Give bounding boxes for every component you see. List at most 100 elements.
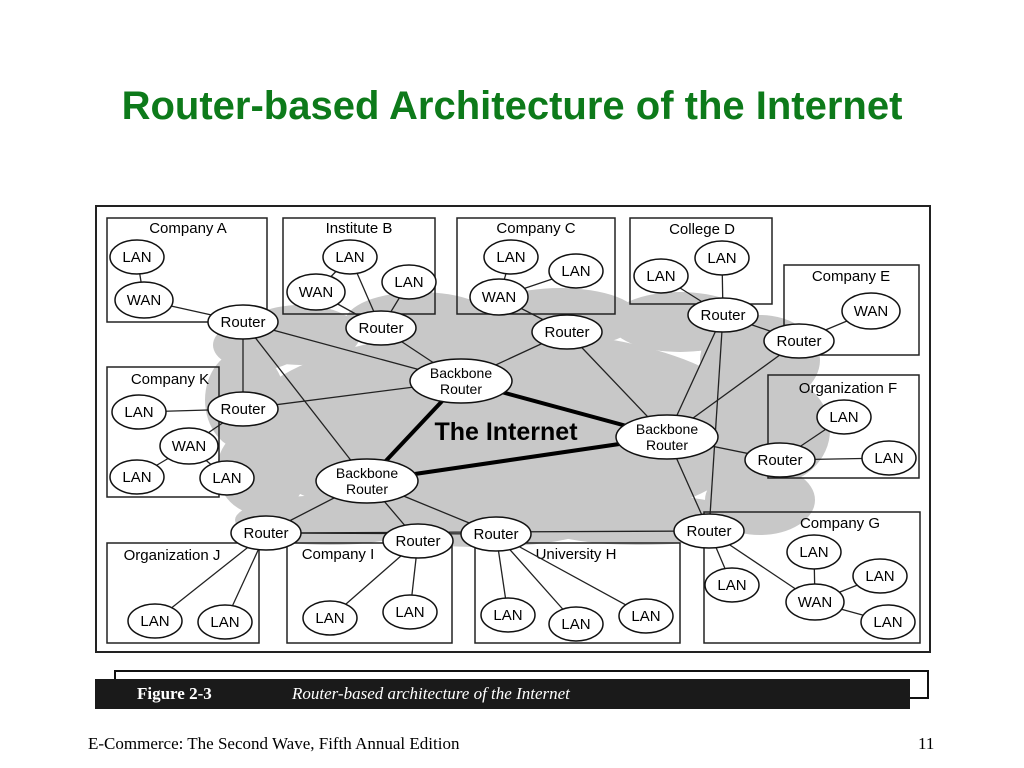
box-company-k bbox=[106, 366, 220, 498]
lan-node-d-lan1: LAN bbox=[694, 240, 750, 276]
node-label: LAN bbox=[122, 249, 151, 266]
link-a-router-bb3 bbox=[242, 321, 368, 482]
box-label-company-a: Company A bbox=[149, 220, 227, 237]
router-node-g-router: Router bbox=[673, 513, 745, 549]
node-label: LAN bbox=[496, 249, 525, 266]
lan-node-j-lan1: LAN bbox=[127, 603, 183, 639]
node-label: Router bbox=[473, 526, 518, 543]
router-node-i-router: Router bbox=[382, 523, 454, 559]
node-label: WAN bbox=[127, 292, 161, 309]
box-label-college-d: College D bbox=[669, 221, 735, 238]
node-label: WAN bbox=[854, 303, 888, 320]
node-label: LAN bbox=[829, 409, 858, 426]
node-label: Backbone bbox=[336, 465, 398, 481]
lan-node-j-lan2: LAN bbox=[197, 604, 253, 640]
lan-node-i-lan2: LAN bbox=[382, 594, 438, 630]
node-label: LAN bbox=[561, 616, 590, 633]
lan-node-a-lan: LAN bbox=[109, 239, 165, 275]
box-label-company-k: Company K bbox=[131, 371, 209, 388]
wan-node-k-wan: WAN bbox=[159, 427, 219, 465]
box-label-company-i: Company I bbox=[302, 546, 375, 563]
internet-label: The Internet bbox=[434, 418, 578, 446]
box-label-company-e: Company E bbox=[812, 268, 890, 285]
lan-node-k-lan2: LAN bbox=[109, 459, 165, 495]
router-node-c-router: Router bbox=[531, 314, 603, 350]
lan-node-h-lan2: LAN bbox=[548, 606, 604, 642]
router-node-a-router: Router bbox=[207, 304, 279, 340]
lan-node-h-lan3: LAN bbox=[618, 598, 674, 634]
node-label: LAN bbox=[873, 614, 902, 631]
router-node-j-router: Router bbox=[230, 515, 302, 551]
footer-page-number: 11 bbox=[918, 734, 935, 753]
router-node-k-router: Router bbox=[207, 391, 279, 427]
lan-node-c-lan2: LAN bbox=[548, 253, 604, 289]
node-label: LAN bbox=[140, 613, 169, 630]
node-label: Router bbox=[544, 324, 589, 341]
node-label: Router bbox=[358, 320, 403, 337]
slide-title: Router-based Architecture of the Interne… bbox=[121, 84, 903, 128]
node-label: LAN bbox=[631, 608, 660, 625]
lan-node-k-lan1: LAN bbox=[111, 394, 167, 430]
node-label: LAN bbox=[707, 250, 736, 267]
box-company-c bbox=[456, 217, 616, 315]
lan-node-f-lan1: LAN bbox=[816, 399, 872, 435]
lan-node-k-lan3: LAN bbox=[199, 460, 255, 496]
lan-node-g-lan3: LAN bbox=[704, 567, 760, 603]
node-label: WAN bbox=[172, 438, 206, 455]
node-label: WAN bbox=[798, 594, 832, 611]
router-node-f-router: Router bbox=[744, 442, 816, 478]
box-company-g bbox=[703, 511, 921, 644]
lan-node-g-lan2: LAN bbox=[852, 558, 908, 594]
box-label-company-c: Company C bbox=[496, 220, 575, 237]
caption-text: Router-based architecture of the Interne… bbox=[292, 684, 570, 703]
wan-node-c-wan: WAN bbox=[469, 278, 529, 316]
link-h-router-h-lan3 bbox=[495, 533, 647, 617]
figure-caption: Figure 2-3 Router-based architecture of … bbox=[95, 679, 910, 709]
wan-node-a-wan: WAN bbox=[114, 281, 174, 319]
box-label-university-h: University H bbox=[536, 546, 617, 563]
node-label: Backbone bbox=[430, 365, 492, 381]
node-label: Router bbox=[220, 314, 265, 331]
node-label: LAN bbox=[865, 568, 894, 585]
router-node-h-router: Router bbox=[460, 516, 532, 552]
box-organization-j bbox=[106, 542, 260, 644]
box-label-company-g: Company G bbox=[800, 515, 880, 532]
router-node-e-router: Router bbox=[763, 323, 835, 359]
wan-node-e-wan: WAN bbox=[841, 292, 901, 330]
box-company-e bbox=[783, 264, 920, 356]
backbone-link-bb3-bb2 bbox=[366, 435, 668, 483]
node-label: LAN bbox=[335, 249, 364, 266]
node-label: LAN bbox=[122, 469, 151, 486]
node-label: Backbone bbox=[636, 421, 698, 437]
router-node-b-router: Router bbox=[345, 310, 417, 346]
node-label: Router bbox=[646, 437, 688, 453]
node-label: LAN bbox=[646, 268, 675, 285]
lan-node-c-lan1: LAN bbox=[483, 239, 539, 275]
node-label: LAN bbox=[799, 544, 828, 561]
lan-node-g-lan1: LAN bbox=[786, 534, 842, 570]
lan-node-b-lan1: LAN bbox=[322, 239, 378, 275]
box-university-h bbox=[474, 542, 681, 644]
node-label: Router bbox=[440, 381, 482, 397]
footer-book-title: E-Commerce: The Second Wave, Fifth Annua… bbox=[88, 734, 460, 753]
lan-node-h-lan1: LAN bbox=[480, 597, 536, 633]
node-label: WAN bbox=[299, 284, 333, 301]
node-label: Router bbox=[700, 307, 745, 324]
node-label: Router bbox=[243, 525, 288, 542]
node-label: Router bbox=[757, 452, 802, 469]
node-label: LAN bbox=[561, 263, 590, 280]
link-d-router-g-router bbox=[708, 314, 724, 532]
router-node-d-router: Router bbox=[687, 297, 759, 333]
box-company-a bbox=[106, 217, 268, 323]
node-label: LAN bbox=[717, 577, 746, 594]
lan-node-i-lan1: LAN bbox=[302, 600, 358, 636]
node-label: LAN bbox=[493, 607, 522, 624]
wan-node-b-wan: WAN bbox=[286, 273, 346, 311]
node-label: LAN bbox=[315, 610, 344, 627]
node-label: LAN bbox=[874, 450, 903, 467]
wan-node-g-wan: WAN bbox=[785, 583, 845, 621]
node-label: LAN bbox=[395, 604, 424, 621]
